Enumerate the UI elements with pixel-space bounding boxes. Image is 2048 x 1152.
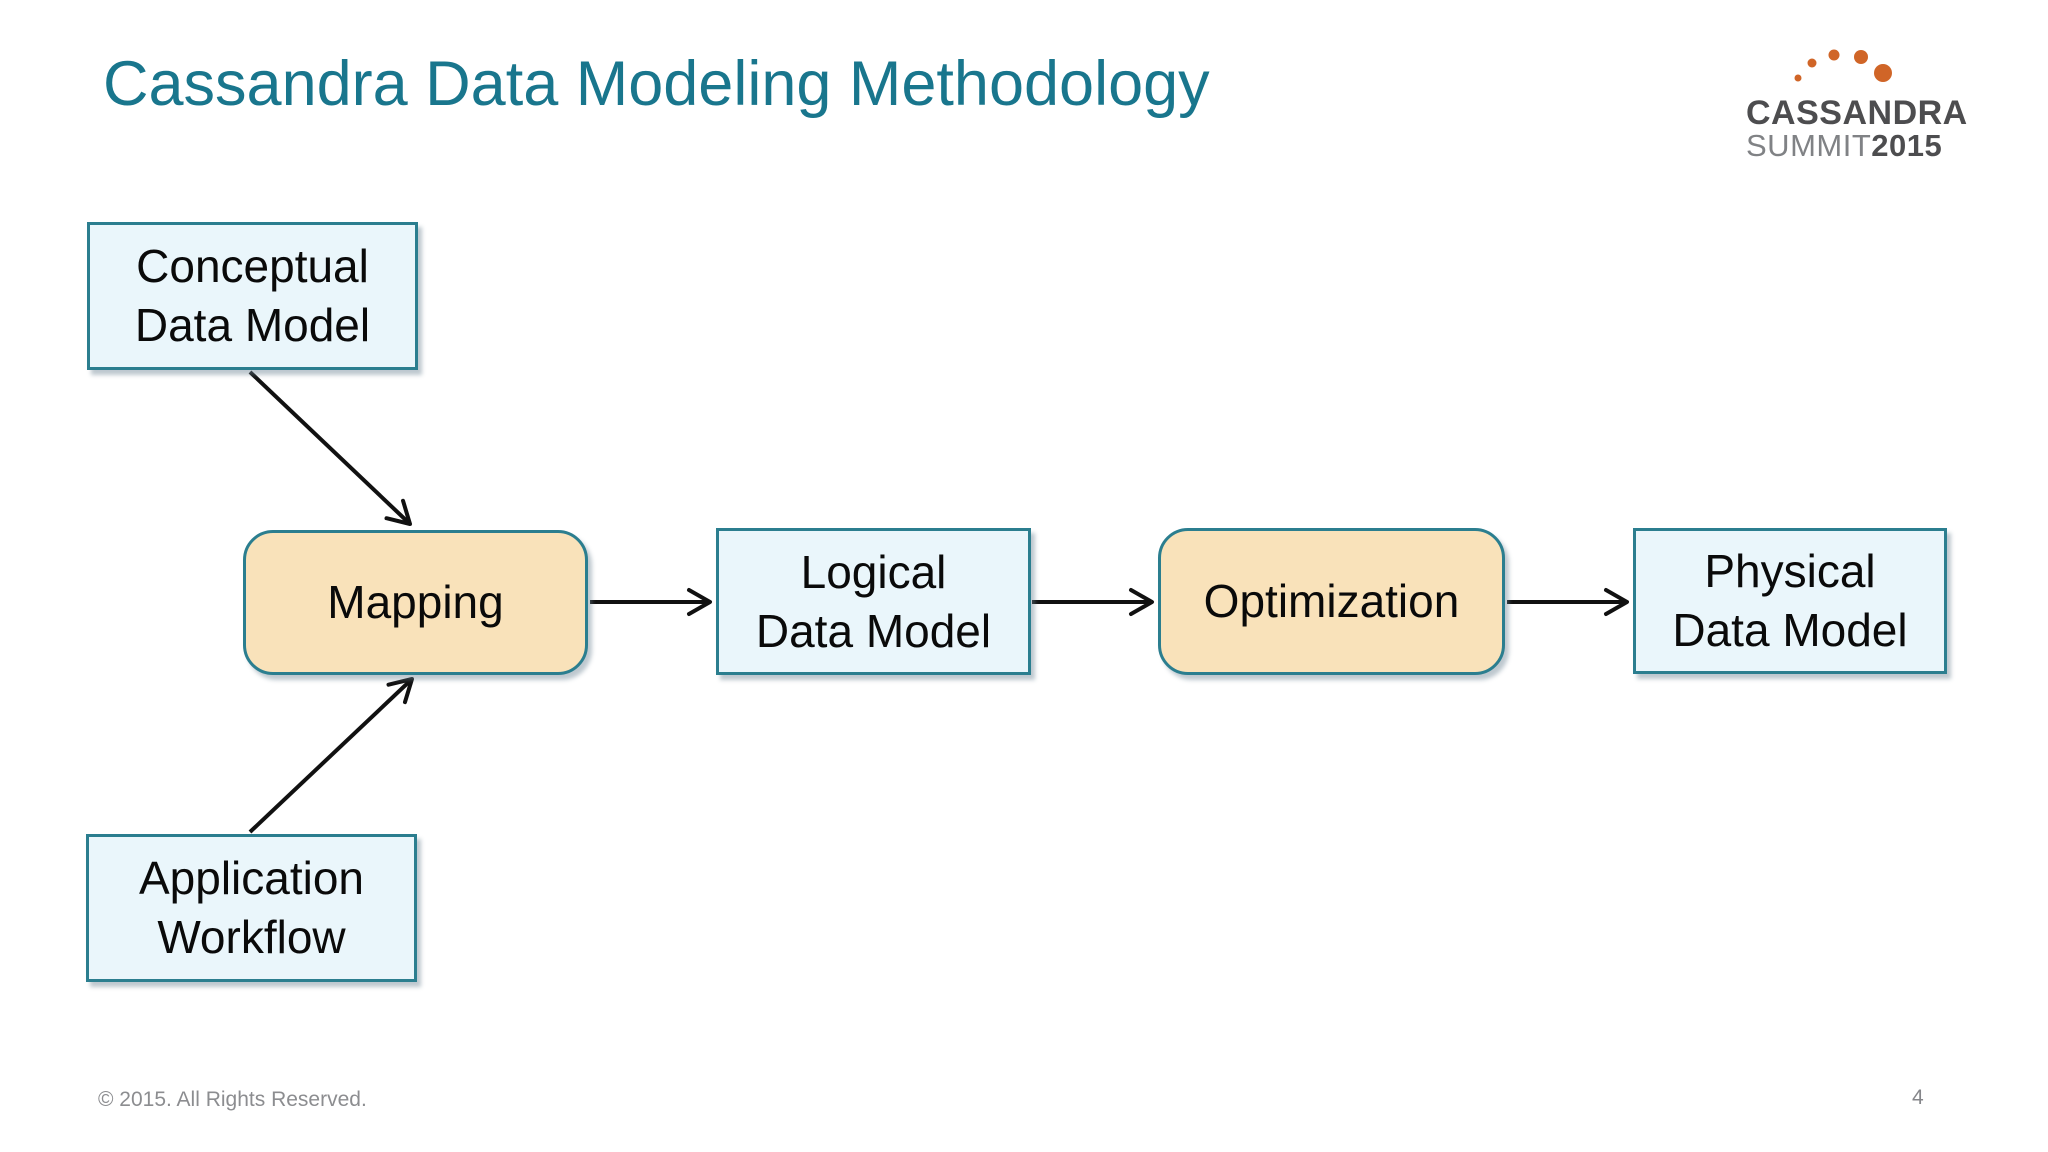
- node-conceptual-data-model: Conceptual Data Model: [87, 222, 418, 370]
- node-label-line: Logical: [800, 545, 947, 598]
- node-optimization: Optimization: [1158, 528, 1505, 675]
- node-label-line: Mapping: [327, 576, 504, 629]
- arrow-conceptual-to-mapping: [248, 370, 412, 526]
- arrow-application-to-mapping: [248, 677, 414, 834]
- node-physical-data-model: Physical Data Model: [1633, 528, 1947, 674]
- node-label-line: Optimization: [1203, 575, 1460, 628]
- node-application-workflow: Application Workflow: [86, 834, 417, 982]
- node-label-line: Application: [138, 852, 365, 905]
- logo-summit-label: SUMMIT: [1746, 128, 1872, 163]
- cassandra-summit-logo: CASSANDRA SUMMIT2015: [1740, 36, 1967, 164]
- node-logical-data-model: Logical Data Model: [716, 528, 1031, 675]
- node-label-line: Data Model: [134, 299, 371, 351]
- logo-summit-year-text: SUMMIT2015: [1746, 128, 1942, 164]
- logo-year-label: 2015: [1871, 128, 1943, 163]
- node-label-line: Physical: [1704, 545, 1876, 598]
- footer-copyright: © 2015. All Rights Reserved.: [98, 1088, 367, 1111]
- node-label-line: Data Model: [755, 604, 992, 657]
- footer-page-number: 4: [1912, 1086, 1924, 1109]
- page-title: Cassandra Data Modeling Methodology: [103, 49, 1210, 119]
- logo-cassandra-text: CASSANDRA: [1746, 94, 1968, 132]
- node-label-line: Data Model: [1672, 604, 1908, 656]
- node-label-line: Conceptual: [136, 240, 369, 293]
- node-mapping: Mapping: [243, 530, 588, 675]
- logo-dots-arc-icon: [1794, 49, 1892, 82]
- node-label-line: Workflow: [157, 911, 346, 963]
